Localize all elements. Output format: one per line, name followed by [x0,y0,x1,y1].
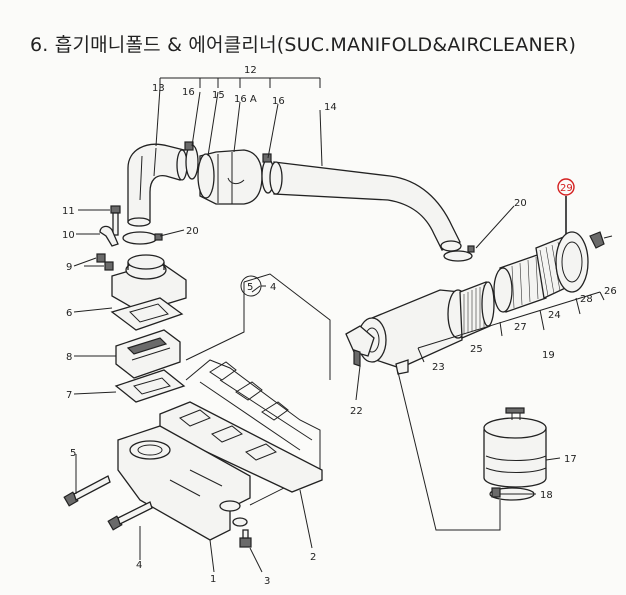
callout-ref-4: 4 [270,282,276,293]
callout-3: 3 [264,576,270,587]
page-title: 6. 흡기매니폴드 & 에어클리너(SUC.MANIFOLD&AIRCLEANE… [30,34,577,56]
wing-nut [589,231,613,249]
callout-6: 6 [66,308,72,319]
leader-lines [73,87,567,573]
lower-gasket [114,369,186,403]
callout-14: 14 [324,102,337,113]
air-cleaner-body [357,289,469,375]
intake-manifold [117,425,251,541]
group-bracket-19 [417,291,605,363]
callout-16: 16 [272,96,285,107]
safety-element [493,253,547,313]
upper-gasket [110,297,184,331]
pipe-clamp-left [122,231,163,245]
nut-3 [239,529,252,548]
adapter-housing [197,149,263,205]
callout-9: 9 [66,262,72,273]
bolt-5 [63,475,111,507]
highlight-circle-29 [557,178,575,196]
callout-16: 16 [182,87,195,98]
callout-28: 28 [580,294,593,305]
callout-13: 13 [152,83,165,94]
hose-clamp-left [184,141,199,180]
precleaner-bowl [483,407,547,488]
intake-heater [115,329,181,379]
outer-element [535,231,589,299]
callout-29: 29 [560,183,573,194]
pipe-clamp-right [443,245,475,262]
callout-18: 18 [540,490,553,501]
callout-16A: 16 A [234,94,257,105]
callout-27: 27 [514,322,527,333]
callout-ref-5: 5 [247,282,253,293]
bolt-11 [110,205,121,236]
inlet-elbow [345,325,375,367]
elbow-hose [127,143,188,227]
callout-2: 2 [310,552,316,563]
callout-10: 10 [62,230,75,241]
callout-26: 26 [604,286,617,297]
intake-pipe [269,161,462,252]
callout-23: 23 [432,362,445,373]
callout-11: 11 [62,206,75,217]
callout-17: 17 [564,454,577,465]
callout-15: 15 [212,90,225,101]
lifting-hook [99,225,119,247]
callout-8: 8 [66,352,72,363]
callout-1: 1 [210,574,216,585]
intake-flange [111,254,187,313]
callout-4: 4 [136,560,142,571]
group-bracket-12 [159,77,321,88]
callout-20: 20 [514,198,527,209]
bolts-9 [96,253,114,271]
callout-7: 7 [66,390,72,401]
callout-5: 5 [70,448,76,459]
bolt-4 [107,501,153,531]
reference-circle [240,275,266,297]
assembly-connector-line [397,371,501,531]
callout-20: 20 [186,226,199,237]
callout-25: 25 [470,344,483,355]
callout-22: 22 [350,406,363,417]
callout-labels: 12 13 16 15 16 A 16 14 20 11 10 9 6 8 7 … [62,65,617,587]
callout-19: 19 [542,350,555,361]
callout-12: 12 [244,65,257,76]
callout-24: 24 [548,310,561,321]
